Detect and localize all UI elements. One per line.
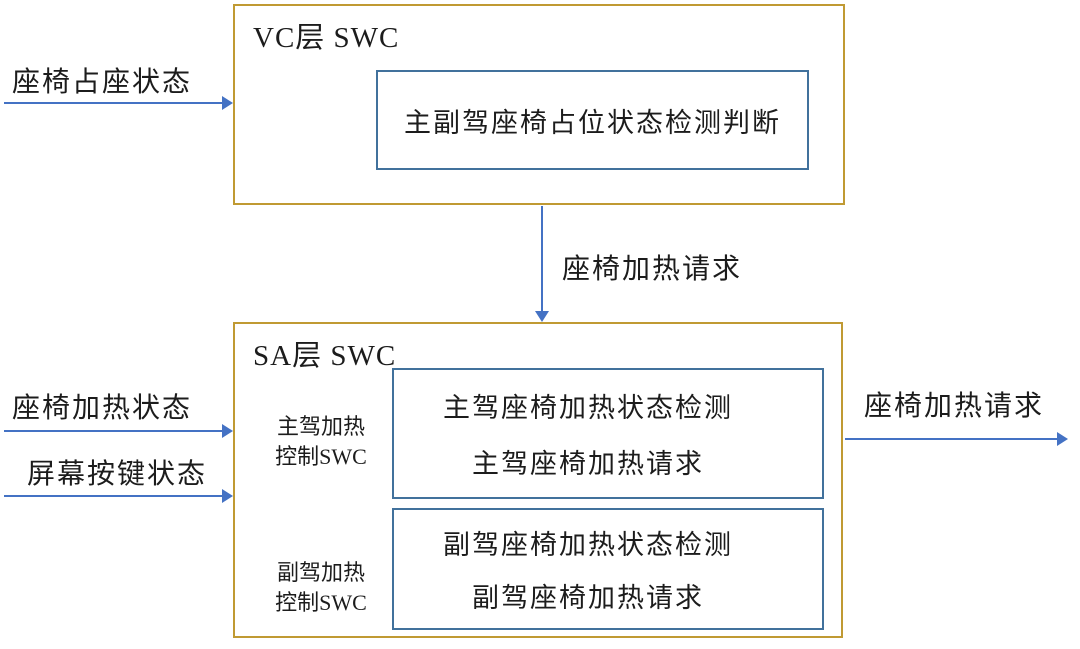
screen-button-arrow — [4, 489, 233, 503]
driver-heat-component-box: 主驾座椅加热状态检测 主驾座椅加热请求 — [392, 368, 824, 499]
passenger-heat-component-box: 副驾座椅加热状态检测 副驾座椅加热请求 — [392, 508, 824, 630]
heat-request-down-arrow — [535, 206, 549, 322]
arrow-right-head-icon — [1057, 432, 1068, 446]
arrow-right-head-icon — [222, 489, 233, 503]
vc-layer-box: VC层 SWC 主副驾座椅占位状态检测判断 — [233, 4, 845, 205]
seat-occupancy-arrow — [4, 96, 233, 110]
passenger-heat-swc-label-line1: 副驾加热 — [276, 560, 365, 585]
arrow-shaft — [4, 495, 222, 497]
passenger-heat-swc-label-line2: 控制SWC — [275, 590, 367, 615]
occupancy-detection-component-box: 主副驾座椅占位状态检测判断 — [376, 70, 809, 170]
arrow-right-head-icon — [222, 424, 233, 438]
passenger-heat-status-detect-label: 副驾座椅加热状态检测 — [443, 530, 733, 561]
arrow-shaft — [845, 438, 1057, 440]
screen-button-signal-label: 屏幕按键状态 — [27, 459, 208, 490]
vc-layer-title: VC层 SWC — [253, 22, 400, 54]
sa-layer-title: SA层 SWC — [253, 340, 397, 372]
sa-layer-box: SA层 SWC 主驾加热 控制SWC 主驾座椅加热状态检测 主驾座椅加热请求 副… — [233, 322, 843, 638]
arrow-shaft — [4, 430, 222, 432]
driver-heat-swc-label: 主驾加热 控制SWC — [251, 412, 391, 472]
arrow-shaft — [541, 206, 543, 311]
arrow-right-head-icon — [222, 96, 233, 110]
driver-heat-request-label: 主驾座椅加热请求 — [472, 448, 704, 479]
seat-heat-status-signal-label: 座椅加热状态 — [12, 393, 193, 424]
heat-request-out-arrow — [845, 432, 1068, 446]
driver-heat-swc-label-line1: 主驾加热 — [276, 414, 365, 439]
seat-heat-status-arrow — [4, 424, 233, 438]
heat-request-vc-to-sa-signal-label: 座椅加热请求 — [562, 254, 743, 285]
seat-occupancy-signal-label: 座椅占座状态 — [12, 67, 193, 98]
passenger-heat-swc-label: 副驾加热 控制SWC — [251, 558, 391, 618]
occupancy-detection-component-label: 主副驾座椅占位状态检测判断 — [404, 107, 781, 138]
passenger-heat-request-label: 副驾座椅加热请求 — [472, 582, 704, 613]
driver-heat-swc-label-line2: 控制SWC — [275, 444, 367, 469]
arrow-down-head-icon — [535, 311, 549, 322]
heat-request-out-signal-label: 座椅加热请求 — [864, 391, 1045, 422]
driver-heat-status-detect-label: 主驾座椅加热状态检测 — [443, 393, 733, 424]
arrow-shaft — [4, 102, 222, 104]
